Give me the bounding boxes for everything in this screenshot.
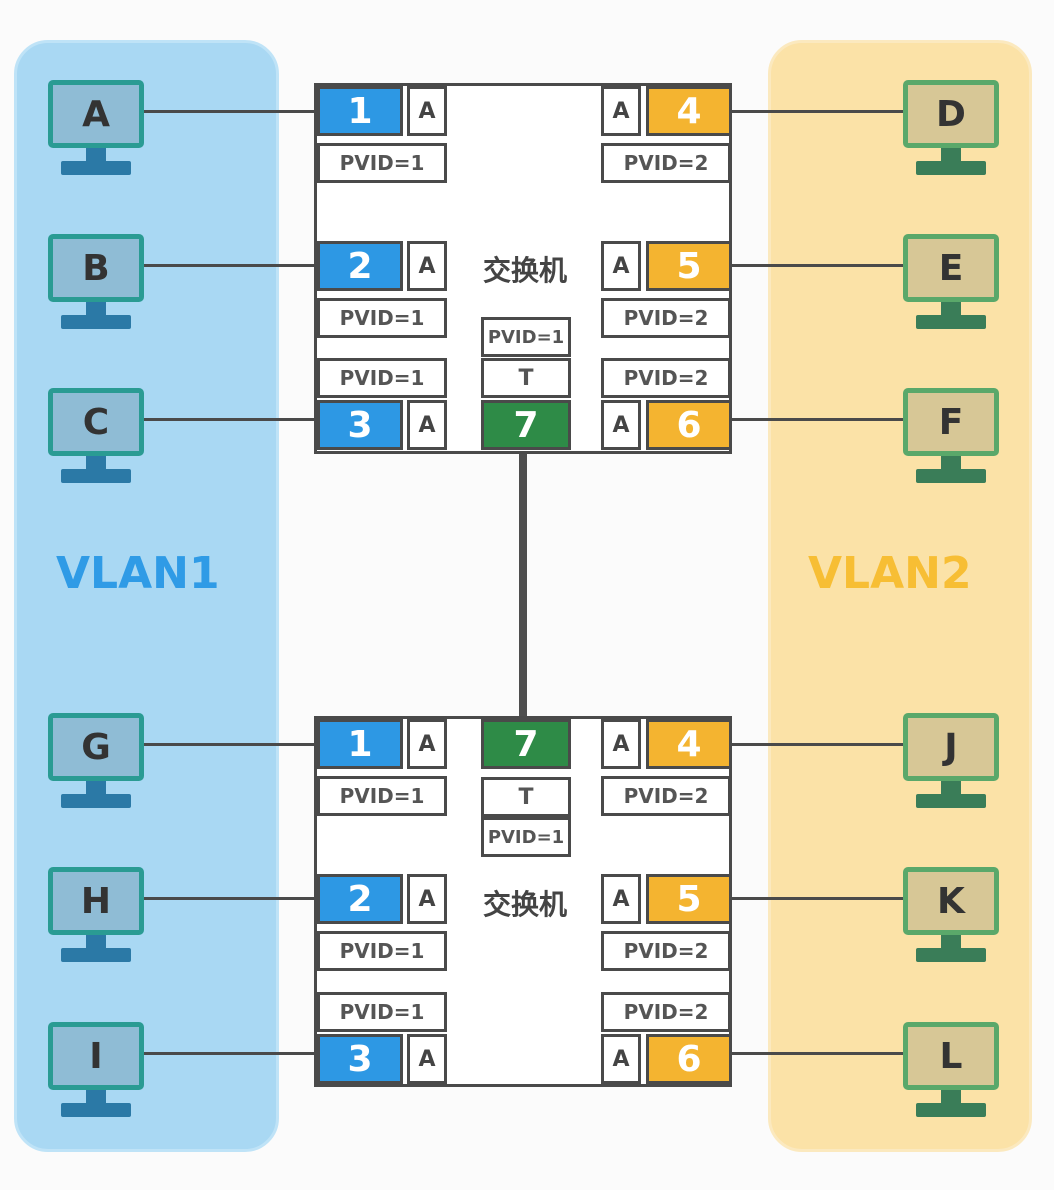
port-3-pvid: PVID=1 [317,992,447,1032]
computer-screen: B [48,234,144,302]
port-2-mode: A [407,874,447,924]
computer-screen: E [903,234,999,302]
port-7-pvid: PVID=1 [481,817,571,857]
vlan2-label: VLAN2 [808,548,972,599]
port-2-mode: A [407,241,447,291]
port-7-trunk[interactable]: 7 [481,719,571,769]
link-c-port3 [140,418,318,421]
link-l-port6 [728,1052,906,1055]
port-1-pvid: PVID=1 [317,143,447,183]
computer-screen: D [903,80,999,148]
computer-f[interactable]: F [903,388,999,486]
computer-screen: J [903,713,999,781]
link-j-port4 [728,743,906,746]
computer-j[interactable]: J [903,713,999,811]
vlan1-zone [14,40,279,1152]
computer-a[interactable]: A [48,80,144,178]
computer-screen: H [48,867,144,935]
port-1-pvid: PVID=1 [317,776,447,816]
port-7-mode: T [481,777,571,817]
computer-screen: F [903,388,999,456]
port-3[interactable]: 3 [317,400,403,450]
computer-l[interactable]: L [903,1022,999,1120]
vlan1-label: VLAN1 [56,548,220,599]
port-2[interactable]: 2 [317,874,403,924]
computer-e[interactable]: E [903,234,999,332]
computer-screen: G [48,713,144,781]
port-6-mode: A [601,400,641,450]
port-4-mode: A [601,719,641,769]
switch-top: 交换机 1 A PVID=1 2 A PVID=1 PVID=1 3 A A 4… [314,83,732,454]
port-3-mode: A [407,400,447,450]
port-5[interactable]: 5 [646,241,732,291]
computer-screen: L [903,1022,999,1090]
port-3-pvid: PVID=1 [317,358,447,398]
computer-screen: I [48,1022,144,1090]
computer-screen: C [48,388,144,456]
port-4-pvid: PVID=2 [601,776,731,816]
computer-g[interactable]: G [48,713,144,811]
computer-screen: K [903,867,999,935]
port-4[interactable]: 4 [646,86,732,136]
link-b-port2 [140,264,318,267]
computer-b[interactable]: B [48,234,144,332]
vlan2-zone [768,40,1032,1152]
switch-title: 交换机 [482,888,567,921]
switch-bottom: 交换机 1 A PVID=1 2 A PVID=1 PVID=1 3 A A 4… [314,716,732,1087]
port-7-pvid: PVID=1 [481,317,571,357]
port-6[interactable]: 6 [646,400,732,450]
port-4-mode: A [601,86,641,136]
link-a-port1 [140,110,318,113]
port-7-mode: T [481,358,571,398]
port-1-mode: A [407,719,447,769]
port-5[interactable]: 5 [646,874,732,924]
port-4-pvid: PVID=2 [601,143,731,183]
port-5-pvid: PVID=2 [601,931,731,971]
port-4[interactable]: 4 [646,719,732,769]
computer-c[interactable]: C [48,388,144,486]
port-5-mode: A [601,241,641,291]
port-2-pvid: PVID=1 [317,931,447,971]
link-g-port1 [140,743,318,746]
link-d-port4 [728,110,906,113]
port-5-mode: A [601,874,641,924]
trunk-link [519,450,527,720]
computer-h[interactable]: H [48,867,144,965]
computer-i[interactable]: I [48,1022,144,1120]
port-6-mode: A [601,1034,641,1084]
port-7-trunk[interactable]: 7 [481,400,571,450]
computer-k[interactable]: K [903,867,999,965]
link-e-port5 [728,264,906,267]
computer-screen: A [48,80,144,148]
port-1[interactable]: 1 [317,86,403,136]
port-6-pvid: PVID=2 [601,358,731,398]
port-3[interactable]: 3 [317,1034,403,1084]
link-i-port3 [140,1052,318,1055]
switch-title: 交换机 [482,254,567,287]
port-2[interactable]: 2 [317,241,403,291]
link-h-port2 [140,897,318,900]
port-3-mode: A [407,1034,447,1084]
port-1[interactable]: 1 [317,719,403,769]
port-5-pvid: PVID=2 [601,298,731,338]
port-1-mode: A [407,86,447,136]
computer-d[interactable]: D [903,80,999,178]
port-6[interactable]: 6 [646,1034,732,1084]
port-6-pvid: PVID=2 [601,992,731,1032]
link-f-port6 [728,418,906,421]
port-2-pvid: PVID=1 [317,298,447,338]
link-k-port5 [728,897,906,900]
